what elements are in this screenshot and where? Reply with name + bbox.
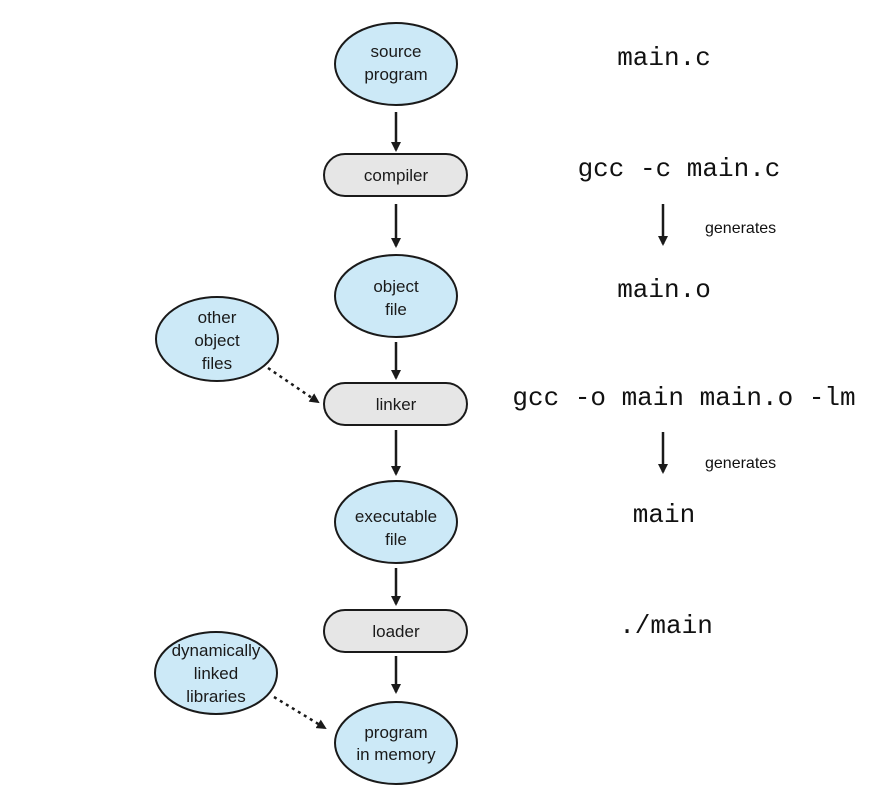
- object-file-line-1: object: [373, 277, 419, 296]
- loader-label: loader: [372, 622, 420, 641]
- executable-file-line-2: file: [385, 530, 407, 549]
- linker-label: linker: [376, 395, 417, 414]
- dotted-arrow-libraries-to-memory: [273, 695, 327, 730]
- cmd-compile: gcc -c main.c: [578, 154, 781, 184]
- source-program-line-2: program: [364, 65, 427, 84]
- node-loader: loader: [323, 609, 468, 653]
- cmd-main: main: [633, 500, 695, 530]
- other-object-files-line-1: other: [198, 308, 237, 327]
- cmd-main-o: main.o: [617, 275, 711, 305]
- node-other-object-files: other object files: [155, 296, 279, 382]
- compiler-label: compiler: [364, 166, 429, 185]
- libraries-line-1: dynamically: [172, 641, 261, 660]
- other-object-files-line-2: object: [194, 331, 240, 350]
- cmd-main-c: main.c: [617, 43, 711, 73]
- node-executable-file: executable file: [334, 480, 458, 564]
- other-object-files-line-3: files: [202, 354, 232, 373]
- dotted-arrow-other-objects-to-linker: [267, 366, 320, 404]
- node-dynamically-linked-libraries: dynamically linked libraries: [154, 631, 278, 715]
- node-program-in-memory: program in memory: [334, 701, 458, 785]
- executable-file-line-1: executable: [355, 507, 437, 526]
- program-in-memory-line-1: program: [364, 723, 427, 742]
- cmd-run: ./main: [619, 611, 713, 641]
- node-compiler: compiler: [323, 153, 468, 197]
- generates-label-1: generates: [705, 220, 776, 237]
- generates-label-2: generates: [705, 455, 776, 472]
- node-linker: linker: [323, 382, 468, 426]
- node-object-file: object file: [334, 254, 458, 338]
- program-in-memory-line-2: in memory: [356, 745, 436, 764]
- cmd-link: gcc -o main main.o -lm: [512, 383, 855, 413]
- libraries-line-2: linked: [194, 664, 238, 683]
- source-program-line-1: source: [370, 42, 421, 61]
- node-source-program: source program: [334, 22, 458, 106]
- libraries-line-3: libraries: [186, 687, 246, 706]
- object-file-line-2: file: [385, 300, 407, 319]
